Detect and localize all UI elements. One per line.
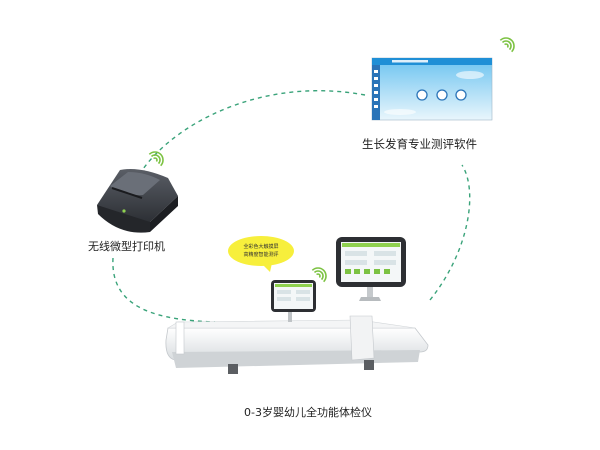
wifi-icon <box>500 35 517 52</box>
bubble-line-1: 全彩色大触摸屏 <box>232 243 290 251</box>
device-label: 0-3岁婴幼儿全功能体检仪 <box>244 404 372 420</box>
window-title-text <box>392 60 428 63</box>
bubble-text: 全彩色大触摸屏 高精度智能测评 <box>232 243 290 259</box>
app-button-icon <box>417 90 427 100</box>
tablet-icon <box>271 280 316 322</box>
monitor-icon <box>336 237 406 301</box>
printer-label: 无线微型打印机 <box>88 238 165 254</box>
bubble-line-2: 高精度智能测评 <box>232 251 290 259</box>
wifi-icon <box>312 265 329 282</box>
app-button-icon <box>437 90 447 100</box>
app-button-icon <box>456 90 466 100</box>
software-label: 生长发育专业测评软件 <box>362 136 477 152</box>
wifi-icon <box>149 149 166 166</box>
software-window <box>372 58 492 120</box>
printer-icon <box>97 169 178 233</box>
measuring-board-icon <box>166 316 428 374</box>
